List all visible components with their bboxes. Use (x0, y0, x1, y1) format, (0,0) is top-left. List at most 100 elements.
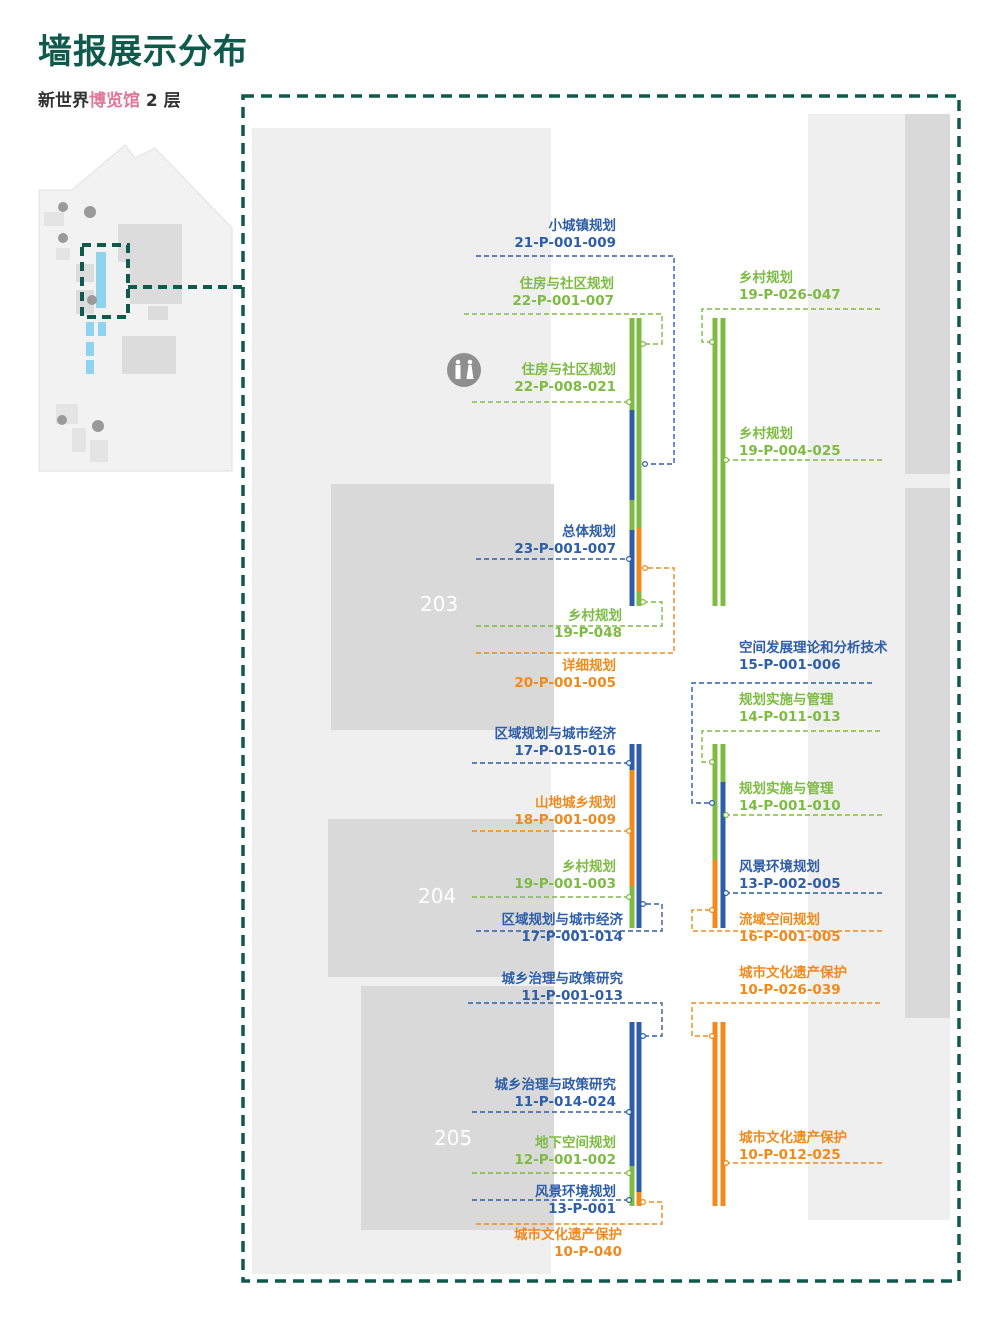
overview-block (130, 262, 182, 304)
zone-frame (241, 94, 961, 1283)
poster-topic: 风景环境规划 (535, 1184, 616, 1200)
poster-wall-segment (720, 744, 726, 782)
poster-wall-segment (629, 1166, 635, 1206)
poster-wall-segment (720, 782, 726, 928)
leader-endpoint (639, 1032, 646, 1039)
overview-block (122, 336, 176, 374)
overview-elevator-icon (58, 202, 68, 212)
poster-wall-segment (636, 528, 642, 592)
poster-code: 19-P-004-025 (739, 443, 841, 459)
leader-endpoint (625, 1196, 632, 1203)
poster-code: 20-P-001-005 (514, 675, 616, 691)
overview-map (38, 144, 242, 472)
poster-topic: 地下空间规划 (535, 1135, 616, 1151)
leader-endpoint (722, 811, 729, 818)
restroom-icon (447, 353, 481, 387)
poster-wall-segment (712, 1022, 718, 1206)
poster-code: 23-P-001-007 (514, 541, 616, 557)
poster-code: 17-P-001-014 (521, 929, 623, 945)
poster-code: 12-P-001-002 (514, 1152, 616, 1168)
poster-code: 19-P-026-047 (739, 287, 841, 303)
overview-elevator-icon (58, 233, 68, 243)
poster-code: 17-P-015-016 (514, 743, 616, 759)
poster-wall-segment (629, 410, 635, 500)
poster-topic: 规划实施与管理 (739, 692, 834, 708)
poster-wall-segment (636, 318, 642, 528)
poster-topic: 流域空间规划 (739, 912, 820, 928)
overview-elevator-icon (57, 415, 67, 425)
overview-stairs-icon (84, 206, 96, 218)
poster-code: 10-P-012-025 (739, 1147, 841, 1163)
overview-highlight-frame (80, 243, 130, 319)
overview-poster-zone (86, 342, 94, 356)
room-203 (331, 484, 554, 730)
poster-topic: 空间发展理论和分析技术 (739, 640, 888, 656)
leader-endpoint (641, 461, 648, 468)
room-205 (361, 986, 554, 1230)
room-label-204: 204 (418, 884, 457, 908)
leader-endpoint (625, 1169, 632, 1176)
poster-code: 11-P-014-024 (514, 1094, 616, 1110)
room-label-203: 203 (420, 592, 459, 616)
leader-line (476, 255, 675, 465)
leader-line (691, 1002, 880, 1037)
leader-line (476, 601, 663, 627)
leader-endpoint (625, 555, 632, 562)
poster-wall-segment (629, 530, 635, 606)
poster-topic: 住房与社区规划 (521, 362, 617, 378)
leader-endpoint (625, 827, 632, 834)
poster-wall-segment (629, 744, 635, 770)
poster-wall-segment (629, 1022, 635, 1166)
poster-topic: 乡村规划 (562, 859, 616, 875)
poster-topic: 城乡治理与政策研究 (494, 1077, 617, 1093)
poster-topic: 小城镇规划 (548, 218, 617, 234)
poster-topic: 城市文化遗产保护 (514, 1227, 622, 1243)
poster-wall-segment (712, 744, 718, 860)
leader-endpoint (708, 799, 715, 806)
overview-block (148, 306, 168, 320)
poster-code: 11-P-001-013 (521, 988, 623, 1004)
main-floor-plan (252, 114, 950, 1274)
poster-topic: 城市文化遗产保护 (739, 965, 847, 981)
poster-wall-segment (629, 770, 635, 886)
poster-code: 16-P-001-005 (739, 929, 841, 945)
leader-line (464, 313, 663, 345)
overview-stairs-icon (92, 420, 104, 432)
poster-wall-segment (712, 318, 718, 606)
room-204 (328, 819, 554, 977)
leader-line (691, 682, 872, 804)
poster-code: 15-P-001-006 (739, 657, 841, 673)
leader-endpoint (639, 1198, 646, 1205)
poster-code: 14-P-001-010 (739, 798, 841, 814)
leader-endpoint (708, 906, 715, 913)
poster-code: 10-P-040 (554, 1244, 622, 1260)
subtitle-venue-highlight: 博览馆 (89, 91, 140, 111)
poster-wall-segment (720, 1022, 726, 1206)
leader-endpoint (625, 1108, 632, 1115)
leader-line (476, 1201, 663, 1225)
wall-block (905, 114, 950, 474)
poster-code: 19-P-048 (554, 625, 622, 641)
leader-line (476, 567, 675, 654)
overview-block (72, 428, 86, 452)
page-subtitle: 新世界博览馆 2 层 (38, 86, 181, 111)
overview-restroom-icon (87, 295, 97, 305)
leader-endpoint (722, 1159, 729, 1166)
poster-code: 14-P-011-013 (739, 709, 841, 725)
poster-topic: 乡村规划 (739, 426, 793, 442)
leader-line (476, 903, 663, 932)
